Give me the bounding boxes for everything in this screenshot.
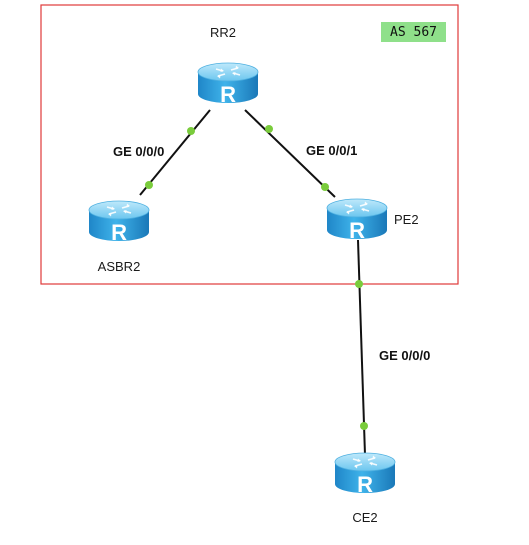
router-glyph: R	[349, 218, 365, 243]
port-dot-rr2-ge000	[187, 127, 195, 135]
router-glyph: R	[220, 82, 236, 107]
link-label-rr2-asbr2: GE 0/0/0	[113, 144, 164, 159]
router-glyph: R	[357, 472, 373, 497]
router-asbr2[interactable]: R	[88, 200, 150, 245]
port-dot-pe2-a	[321, 183, 329, 191]
link-rr2-pe2	[244, 109, 336, 198]
device-label-rr2: RR2	[210, 25, 236, 40]
as-label: AS 567	[390, 25, 437, 40]
link-label-rr2-pe2: GE 0/0/1	[306, 143, 357, 158]
port-dot-asbr2	[145, 181, 153, 189]
link-rr2-asbr2	[139, 109, 211, 196]
router-glyph: R	[111, 220, 127, 245]
device-label-asbr2: ASBR2	[98, 259, 141, 274]
router-ce2[interactable]: R	[334, 452, 396, 497]
port-dot-pe2-b	[355, 280, 363, 288]
port-dot-ce2	[360, 422, 368, 430]
as-badge: AS 567	[381, 22, 446, 42]
port-dot-rr2-ge001	[265, 125, 273, 133]
link-label-pe2-ce2: GE 0/0/0	[379, 348, 430, 363]
device-label-ce2: CE2	[352, 510, 377, 525]
router-rr2[interactable]: R	[197, 62, 259, 107]
as-boundary	[40, 4, 459, 285]
router-pe2[interactable]: R	[326, 198, 388, 243]
link-pe2-ce2	[357, 239, 366, 456]
device-label-pe2: PE2	[394, 212, 419, 227]
